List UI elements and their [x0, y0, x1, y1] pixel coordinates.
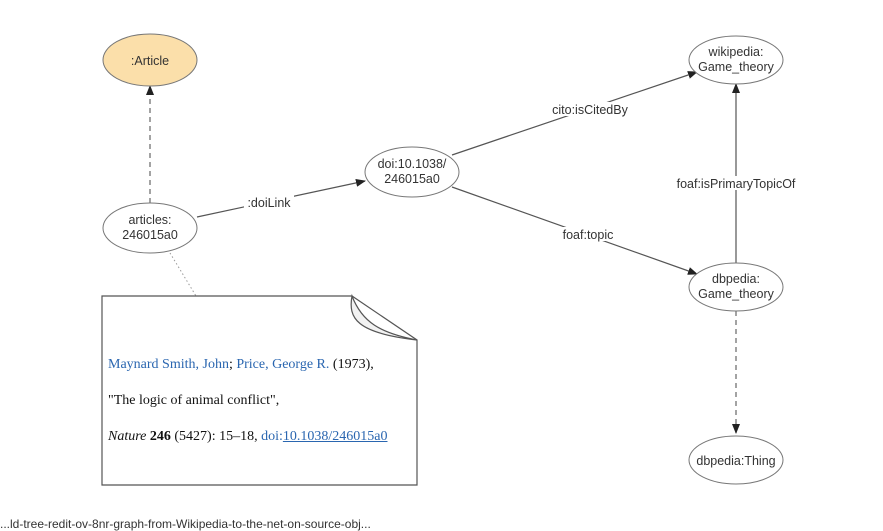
- node-wikipedia-label-1: wikipedia:: [708, 45, 764, 59]
- edge-label-topic: foaf:topic: [563, 228, 614, 242]
- doi-prefix-link[interactable]: doi:: [261, 429, 283, 444]
- citation-title: "The logic of animal conflict",: [108, 393, 280, 408]
- author-link-maynard-smith[interactable]: Maynard Smith, John: [108, 357, 229, 372]
- citation-year: (1973),: [329, 357, 374, 372]
- node-articles-label-2: 246015a0: [122, 228, 178, 242]
- node-wikipedia-game-theory: wikipedia: Game_theory: [688, 35, 784, 85]
- note-connector: [169, 252, 197, 297]
- node-dbpedia-label-2: Game_theory: [698, 287, 774, 301]
- node-doi-label-1: doi:10.1038/: [378, 157, 447, 171]
- edge-label-doilink: :doiLink: [247, 196, 291, 210]
- figure-caption: ...ld-tree-redit-ov-8nr-graph-from-Wikip…: [0, 517, 371, 531]
- node-article-class: :Article: [102, 33, 198, 87]
- citation-journal-line: Nature 246 (5427): 15–18, doi:10.1038/24…: [108, 429, 387, 445]
- node-articles: articles: 246015a0: [102, 202, 198, 254]
- citation-issue-pages: (5427): 15–18,: [170, 429, 262, 444]
- node-doi-label-2: 246015a0: [384, 172, 440, 186]
- citation-journal: Nature: [108, 429, 147, 444]
- citation-authors-line: Maynard Smith, John; Price, George R. (1…: [108, 357, 374, 373]
- citation-note: [101, 293, 418, 486]
- edge-label-primary-topic-of: foaf:isPrimaryTopicOf: [677, 177, 796, 191]
- node-dbpedia-thing-label: dbpedia:Thing: [696, 454, 775, 468]
- author-link-price[interactable]: Price, George R.: [236, 357, 330, 372]
- author-separator: ;: [228, 357, 237, 372]
- edge-label-cited-by: cito:isCitedBy: [552, 103, 628, 117]
- node-articles-label-1: articles:: [128, 213, 171, 227]
- node-doi: doi:10.1038/ 246015a0: [364, 146, 460, 198]
- doi-value-link[interactable]: 10.1038/246015a0: [282, 429, 388, 444]
- node-dbpedia-game-theory: dbpedia: Game_theory: [688, 262, 784, 312]
- node-dbpedia-label-1: dbpedia:: [712, 272, 760, 286]
- node-wikipedia-label-2: Game_theory: [698, 60, 774, 74]
- citation-volume: 246: [149, 429, 171, 444]
- node-dbpedia-thing: dbpedia:Thing: [688, 435, 784, 485]
- node-article-class-label: :Article: [131, 54, 169, 68]
